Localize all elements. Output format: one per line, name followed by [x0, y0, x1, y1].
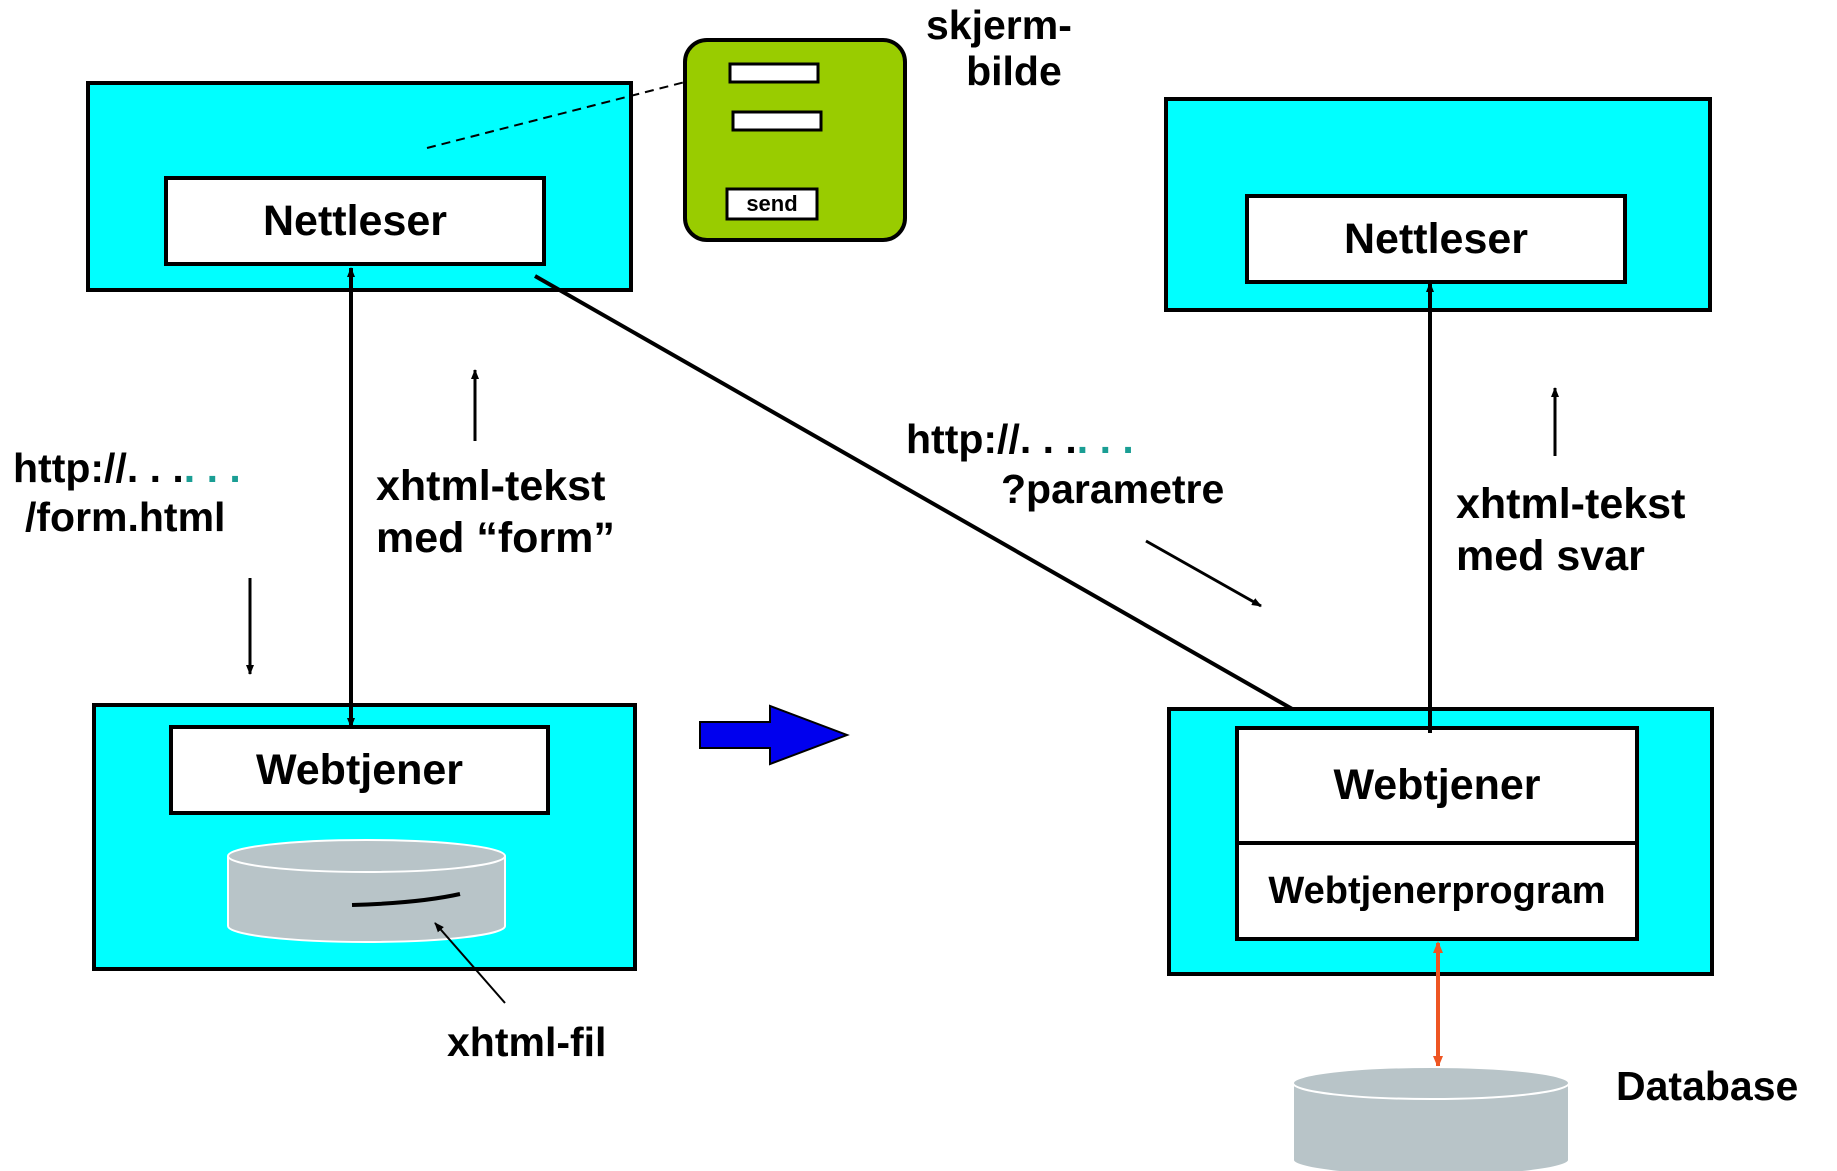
form-submit-arrow [534, 274, 1309, 720]
left-request-url-dots: . . . [183, 445, 241, 491]
screen-title: skjerm- bilde [926, 2, 1072, 94]
left-request-url-main: http://. . . [13, 445, 184, 491]
screen-title-line2: bilde [966, 48, 1062, 94]
right-browser-label: Nettleser [1343, 214, 1529, 263]
right-response-label: xhtml-tekst med svar [1456, 478, 1685, 582]
xhtml-file-stroke [351, 892, 461, 907]
transition-arrow [699, 704, 850, 766]
middle-request-params: ?parametre [1001, 466, 1225, 512]
screen-input-field-2 [731, 110, 823, 132]
middle-request-url: http://. . .. . . ?parametre [906, 414, 1224, 514]
right-browser-box [1245, 194, 1627, 284]
xhtml-file-label: xhtml-fil [447, 1019, 607, 1065]
left-browser-box [164, 176, 546, 266]
left-disk [227, 839, 506, 943]
left-request-url-path: /form.html [25, 494, 226, 540]
middle-request-url-main: http://. . . [906, 416, 1077, 462]
left-response-line2: med “form” [376, 514, 615, 562]
screen-title-line1: skjerm- [926, 2, 1072, 48]
right-program-label: Webtjenerprogram [1268, 869, 1606, 912]
left-server-label: Webtjener [255, 745, 464, 794]
right-response-line2: med svar [1456, 532, 1645, 580]
left-server-box [169, 725, 550, 815]
right-server-box [1235, 726, 1639, 845]
middle-request-direction-arrow [1145, 539, 1262, 608]
left-response-label: xhtml-tekst med “form” [376, 460, 615, 564]
right-program-box [1235, 841, 1639, 941]
left-browser-label: Nettleser [262, 196, 448, 245]
screen-send-label: send [746, 191, 798, 216]
left-response-line1: xhtml-tekst [376, 462, 606, 510]
right-server-label: Webtjener [1333, 761, 1541, 809]
left-request-url: http://. . .. . . /form.html [13, 444, 241, 542]
middle-request-url-dots: . . . [1076, 416, 1134, 462]
database-cylinder [1292, 1066, 1570, 1171]
database-label: Database [1616, 1063, 1799, 1109]
screen-input-field-1 [728, 62, 820, 84]
screen-send-button [725, 187, 819, 221]
xhtml-file-pointer [434, 922, 506, 1004]
right-response-line1: xhtml-tekst [1456, 480, 1686, 528]
